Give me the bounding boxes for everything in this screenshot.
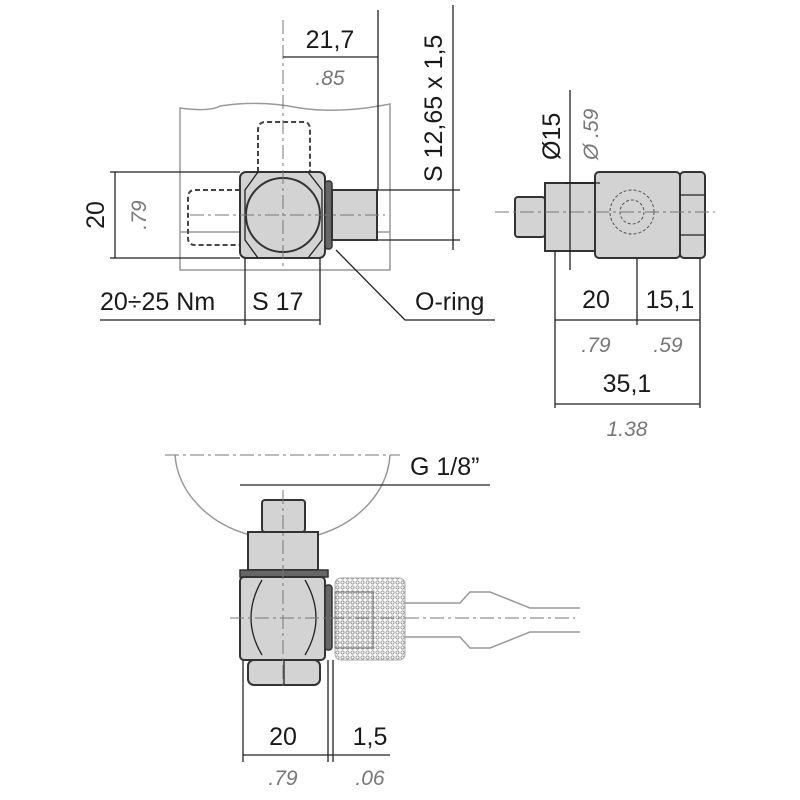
dim-height: 20 (82, 201, 110, 229)
dim-inch-79: .79 (268, 767, 298, 790)
cable (405, 591, 580, 649)
diameter: Ø15 (538, 113, 566, 160)
dim-inch-85: .85 (315, 67, 345, 90)
thread-spec: S 12,65 x 1,5 (420, 35, 448, 182)
dim-1-5: 1,5 (353, 723, 388, 751)
mounting-arc (174, 454, 391, 536)
wrench-size: S 17 (252, 288, 303, 316)
oring-label: O-ring (415, 288, 484, 316)
dim-inch-79: .79 (581, 334, 611, 357)
hidden-side-port (187, 189, 240, 246)
hidden-stem (257, 121, 311, 172)
small-stem (514, 196, 546, 238)
dim-inch-06: .06 (355, 767, 385, 790)
connector-nut (334, 591, 374, 649)
dim-21-7: 21,7 (306, 26, 355, 54)
diameter-inch: Ø .59 (580, 108, 603, 161)
torque-spec: 20÷25 Nm (100, 288, 215, 316)
dim-15-1: 15,1 (646, 286, 695, 314)
oring-leader (335, 249, 495, 321)
dim-20: 20 (582, 286, 610, 314)
dim-20: 20 (269, 723, 297, 751)
flange (239, 569, 329, 578)
thread-g18: G 1/8” (410, 453, 479, 481)
ball-housing (594, 171, 681, 259)
hex-nut (679, 171, 706, 259)
dim-height-inch: .79 (128, 200, 151, 230)
dim-total-inch: 1.38 (607, 418, 648, 441)
end-view: Ø15 Ø .59 20 15,1 .79 .59 35,1 1.38 (495, 90, 715, 441)
side-view: 21,7 .85 S 12,65 x 1,5 20 .79 20÷25 Nm S… (82, 5, 495, 325)
bottom-view: G 1/8” 20 1,5 .79 .06 (165, 453, 580, 790)
mounting-block-outline (179, 102, 391, 271)
dim-inch-59: .59 (653, 334, 683, 357)
dim-total: 35,1 (603, 370, 652, 398)
